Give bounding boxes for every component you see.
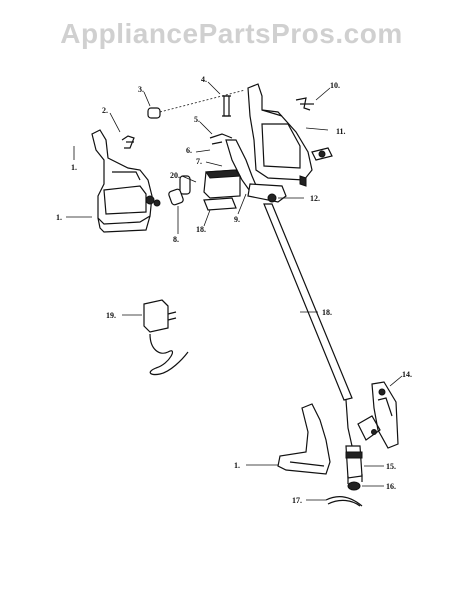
callout-9: 9.	[234, 215, 240, 224]
nozzle-motor	[345, 399, 363, 484]
left-housing-bracket	[91, 129, 161, 233]
nut-part	[267, 193, 277, 203]
callout-1-bottom: 1.	[234, 461, 240, 470]
small-bracket	[295, 97, 314, 111]
callout-6: 6.	[186, 146, 192, 155]
callout-7: 7.	[196, 157, 202, 166]
watermark-text: AppliancePartsPros.com	[60, 18, 403, 49]
callout-1-top: 1.	[71, 163, 77, 172]
pin-part	[222, 95, 231, 117]
right-frame	[247, 83, 333, 187]
center-linkage	[209, 133, 287, 203]
callout-20: 20.	[170, 171, 180, 180]
lower-base	[277, 403, 331, 475]
roller-part	[147, 107, 161, 119]
tube-part	[168, 175, 191, 206]
callout-4: 4.	[201, 75, 207, 84]
callout-1-mid: 1.	[56, 213, 62, 222]
switch-box	[203, 169, 241, 211]
callout-18-lower: 18.	[322, 308, 332, 317]
callout-12: 12.	[310, 194, 320, 203]
callout-18-upper: 18.	[196, 225, 206, 234]
callout-8: 8.	[173, 235, 179, 244]
callout-labels: 1. 1. 1. 2. 3. 4. 5. 6. 7. 20. 8. 18. 9.…	[56, 75, 412, 505]
callout-3: 3.	[138, 85, 144, 94]
wheel-part	[347, 481, 361, 491]
wire-part	[325, 496, 363, 507]
leader-lines	[66, 81, 403, 501]
clip-part	[121, 135, 135, 149]
handle-tube	[263, 203, 353, 401]
callout-16: 16.	[386, 482, 396, 491]
callout-19: 19.	[106, 311, 116, 320]
charger	[143, 299, 189, 376]
callout-17: 17.	[292, 496, 302, 505]
callout-10: 10.	[330, 81, 340, 90]
callout-14: 14.	[402, 370, 412, 379]
callout-15: 15.	[386, 462, 396, 471]
callout-11: 11.	[336, 127, 346, 136]
callout-5: 5.	[194, 115, 200, 124]
grip-assembly	[357, 381, 399, 449]
callout-2: 2.	[102, 106, 108, 115]
